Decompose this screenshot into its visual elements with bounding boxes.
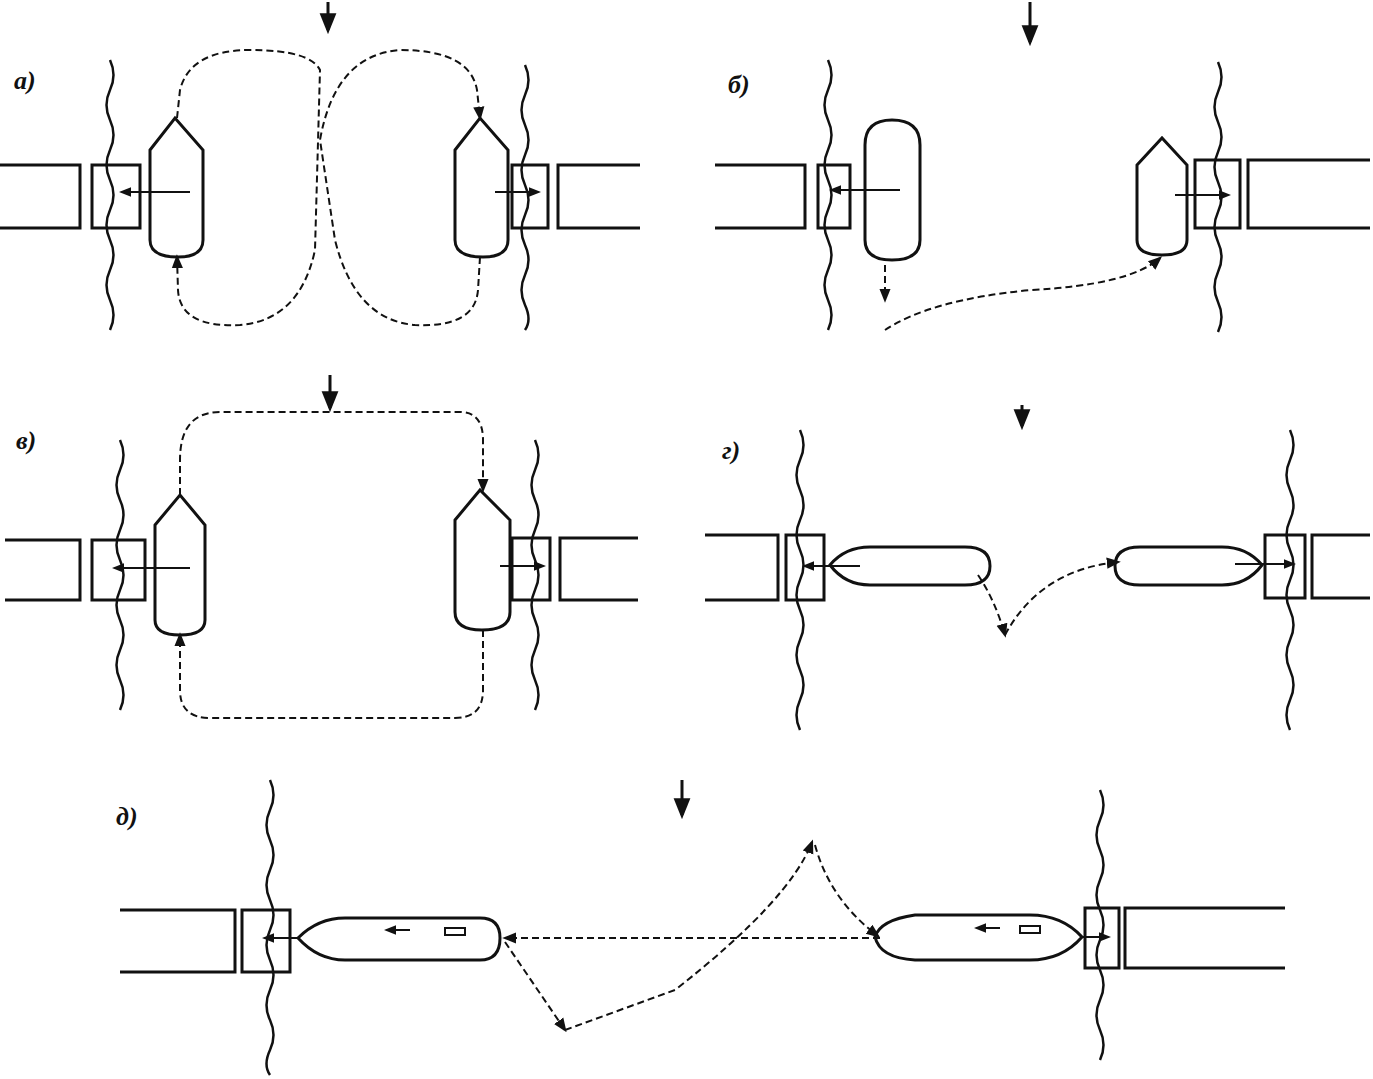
panel-label: г) (722, 438, 740, 464)
panel-label: а) (14, 68, 36, 94)
ships (150, 118, 1262, 960)
panel-label: б) (728, 72, 750, 98)
panel-label: в) (16, 428, 36, 454)
flow-paths (177, 50, 1160, 1030)
shore-lines (107, 60, 1294, 1075)
mooring-arrows (118, 190, 1290, 938)
panel-label: д) (116, 804, 138, 830)
flow-direction-arrows (328, 2, 1030, 815)
piers-and-gates (0, 160, 1370, 972)
